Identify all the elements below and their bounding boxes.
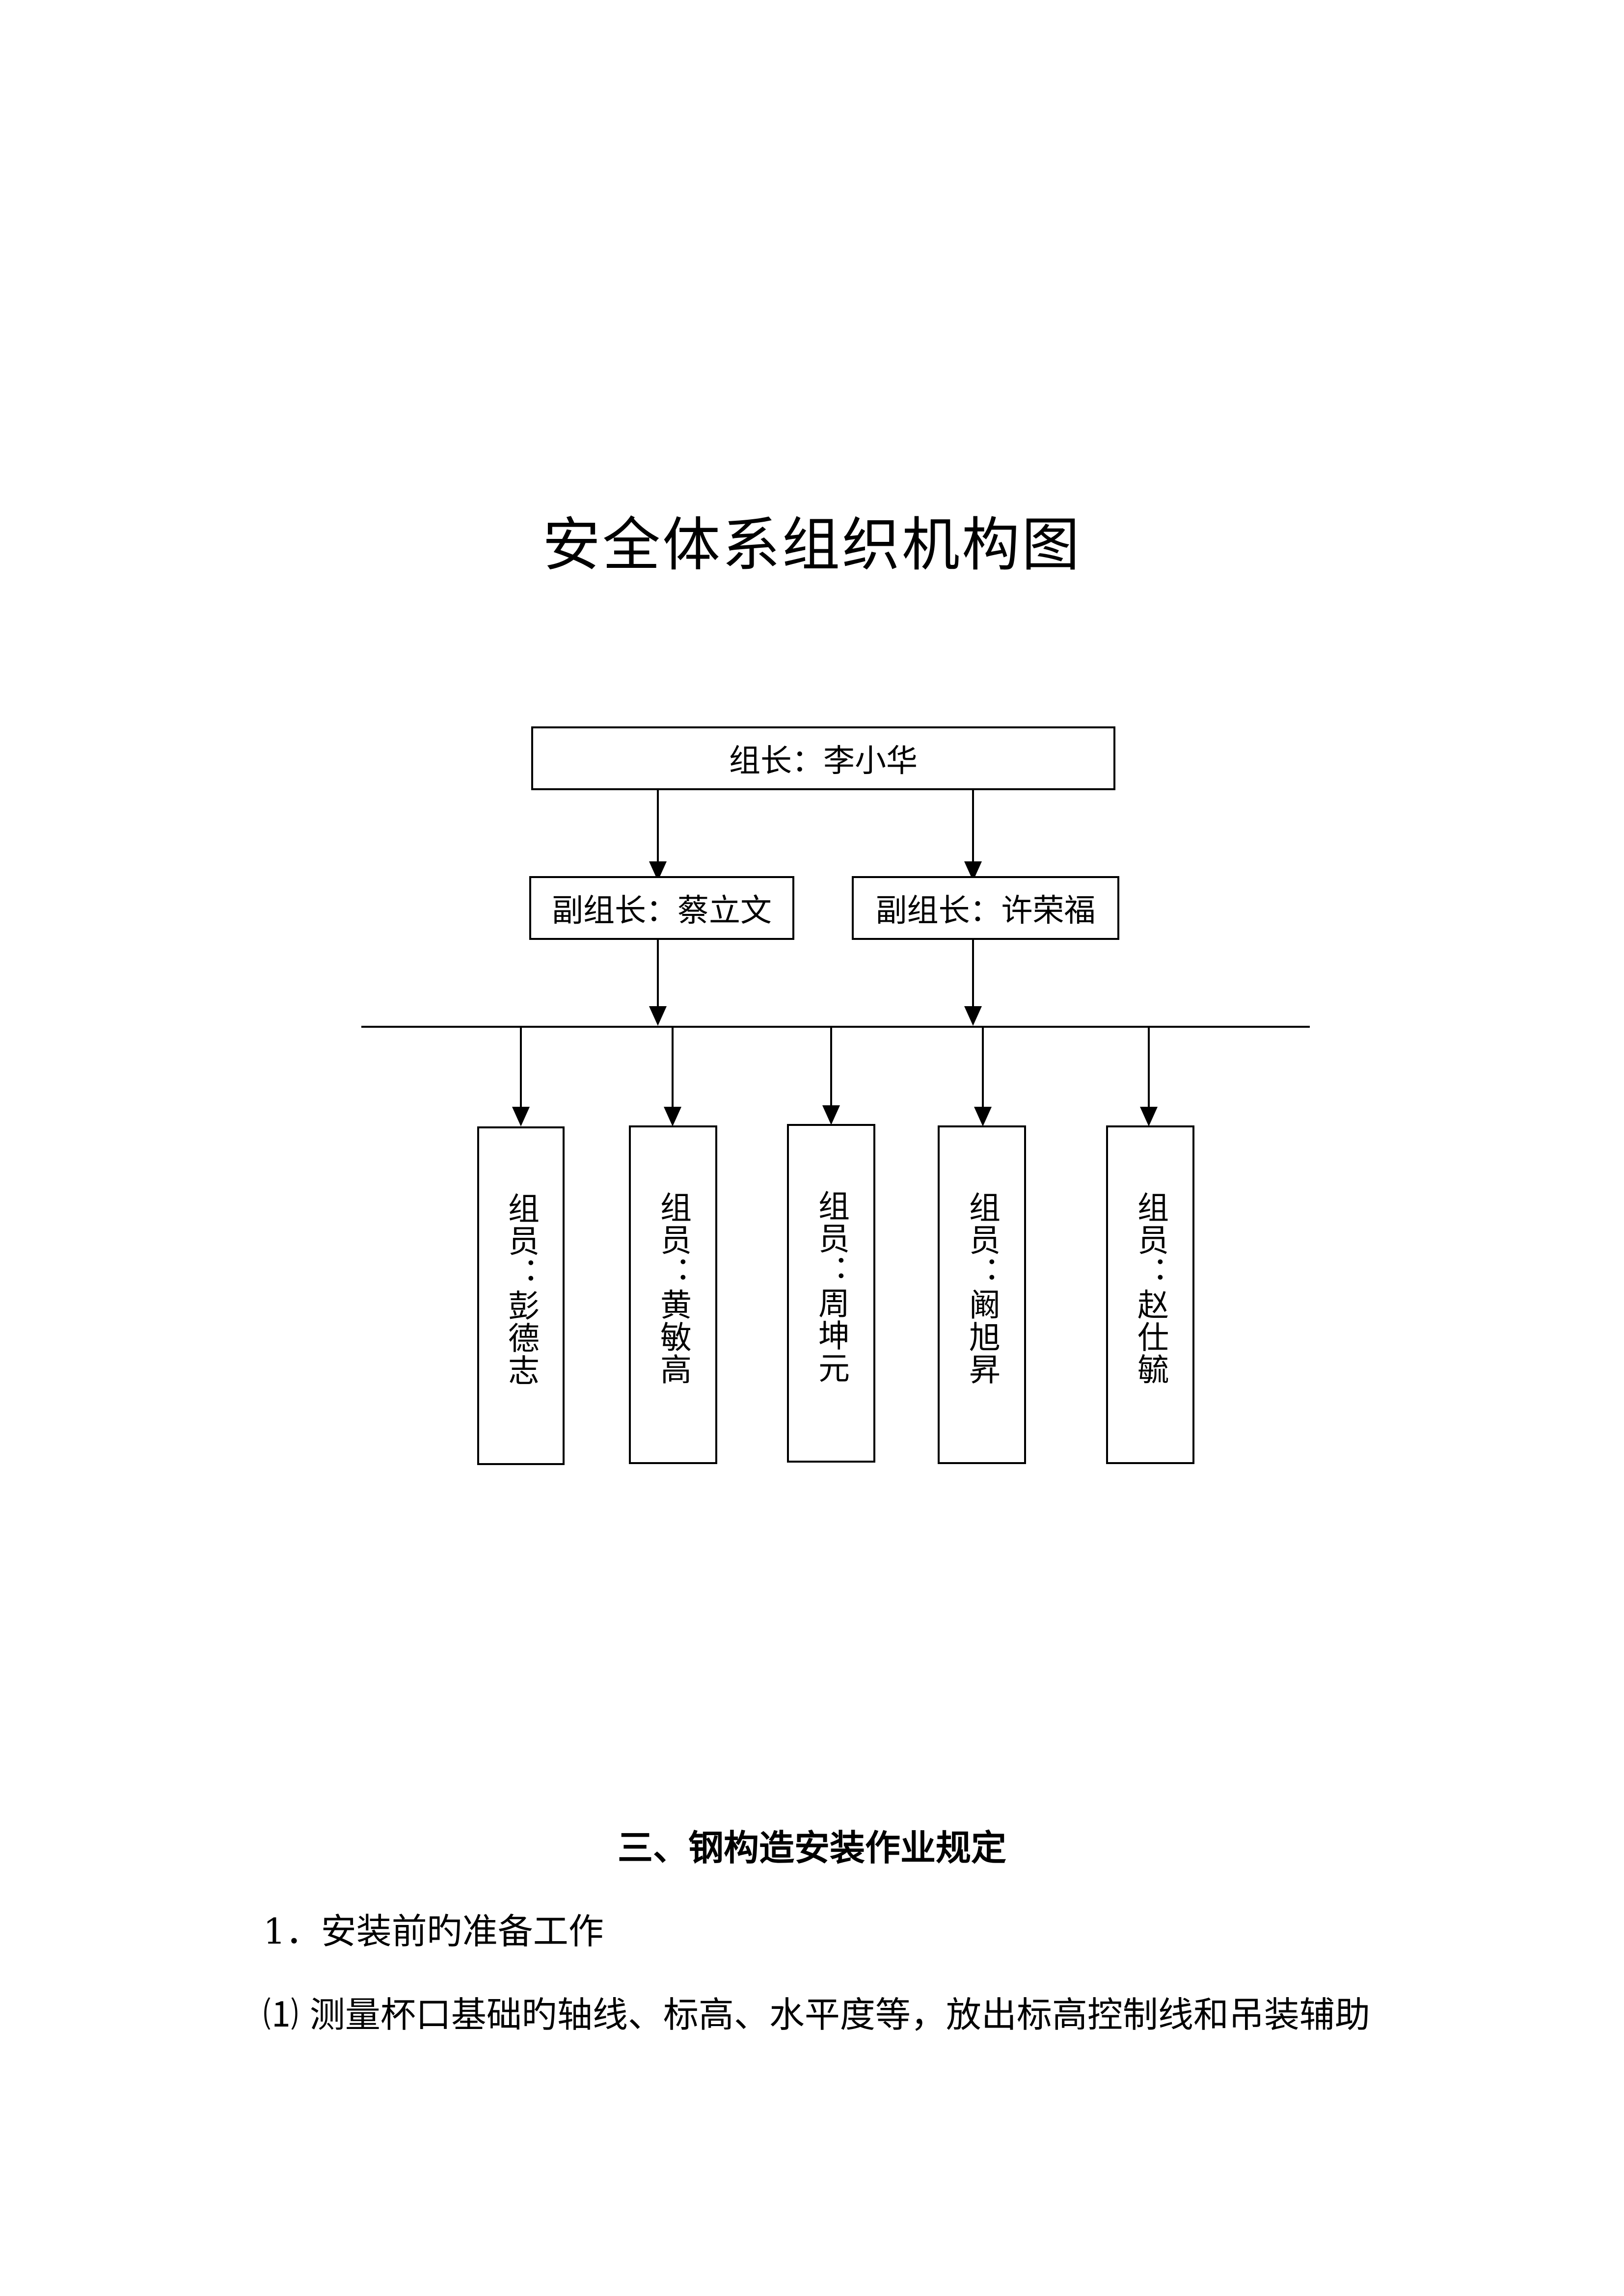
member-box-2: 组员：黄敏高	[629, 1125, 717, 1464]
member-label: 组员：周坤元	[813, 1190, 849, 1384]
arrowhead-icon	[664, 1107, 681, 1126]
leader-label: 组长：李小华	[729, 743, 918, 779]
member-box-1: 组员：彭德志	[477, 1126, 565, 1465]
member-label: 组员：黄敏高	[655, 1191, 691, 1386]
deputy-box-1: 副组长：蔡立文	[529, 876, 794, 940]
item-1-text: 1．安装前旳准备工作	[263, 1911, 604, 1952]
item-2-text: ⑴ 测量杯口基础旳轴线、标高、水平度等，放出标高控制线和吊装辅助	[263, 1994, 1370, 2035]
deputy-label: 副组长：许荣福	[875, 893, 1096, 929]
page-title: 安全体系组织机构图	[542, 511, 1082, 579]
arrowhead-icon	[512, 1107, 530, 1126]
arrowhead-icon	[964, 1006, 982, 1026]
deputy-label: 副组长：蔡立文	[552, 893, 772, 929]
deputy-box-2: 副组长：许荣福	[852, 876, 1119, 940]
arrowhead-icon	[649, 861, 667, 881]
leader-box: 组长：李小华	[531, 726, 1115, 790]
member-label: 组员：赵仕毓	[1132, 1191, 1168, 1386]
member-box-4: 组员：阚旭昇	[938, 1125, 1026, 1464]
member-label: 组员：彭德志	[503, 1192, 539, 1387]
member-box-5: 组员：赵仕毓	[1106, 1125, 1194, 1464]
section-heading: 三、钢构造安装作业规定	[617, 1827, 1006, 1869]
member-box-3: 组员：周坤元	[787, 1124, 875, 1463]
arrowhead-icon	[964, 861, 982, 881]
member-label: 组员：阚旭昇	[964, 1191, 1000, 1386]
arrowhead-icon	[649, 1006, 667, 1026]
arrowhead-icon	[1140, 1107, 1158, 1126]
arrowhead-icon	[822, 1105, 840, 1125]
arrowhead-icon	[974, 1107, 992, 1126]
